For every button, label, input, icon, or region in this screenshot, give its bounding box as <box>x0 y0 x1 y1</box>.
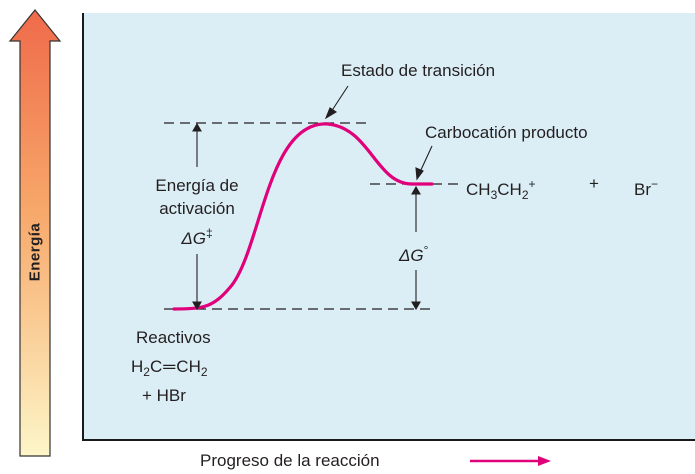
energy-axis-arrow <box>8 9 62 457</box>
product-charge: + <box>528 177 536 191</box>
activation-energy-line2: activación <box>159 199 235 218</box>
activation-energy-label: Energía de activación ΔG‡ <box>137 176 257 249</box>
y-axis-line <box>82 13 84 441</box>
plot-panel <box>82 13 695 441</box>
activation-energy-double-dagger: ‡ <box>205 226 213 240</box>
delta-g-label: ΔG° <box>399 240 428 266</box>
activation-energy-line1: Energía de <box>155 176 239 195</box>
delta-g-symbol: ΔG <box>399 246 424 265</box>
transition-state-pointer <box>330 85 349 113</box>
bromide-charge: − <box>651 177 659 191</box>
carbocation-pointer <box>419 145 433 173</box>
progress-arrow <box>470 456 551 466</box>
carbocation-product-label: Carbocatión producto <box>425 123 588 142</box>
x-axis-label: Progreso de la reacción <box>200 451 380 470</box>
transition-state-label: Estado de transición <box>341 61 496 80</box>
activation-energy-symbol-row: ΔG‡ <box>137 223 257 249</box>
ethylene-formula: H2C═CH2 <box>131 357 208 379</box>
x-axis-line <box>82 439 695 441</box>
plus-sign: + <box>589 174 599 193</box>
bromide-ion: Br− <box>634 177 659 199</box>
reactants-label: Reactivos <box>136 328 211 347</box>
product-formula: CH3CH2+ <box>466 177 536 202</box>
energy-curve <box>172 122 434 311</box>
delta-g-degree: ° <box>423 243 429 257</box>
hbr-reactant: + HBr <box>142 386 186 405</box>
activation-energy-symbol: ΔG <box>181 229 206 248</box>
double-bond: ═ <box>163 357 176 376</box>
